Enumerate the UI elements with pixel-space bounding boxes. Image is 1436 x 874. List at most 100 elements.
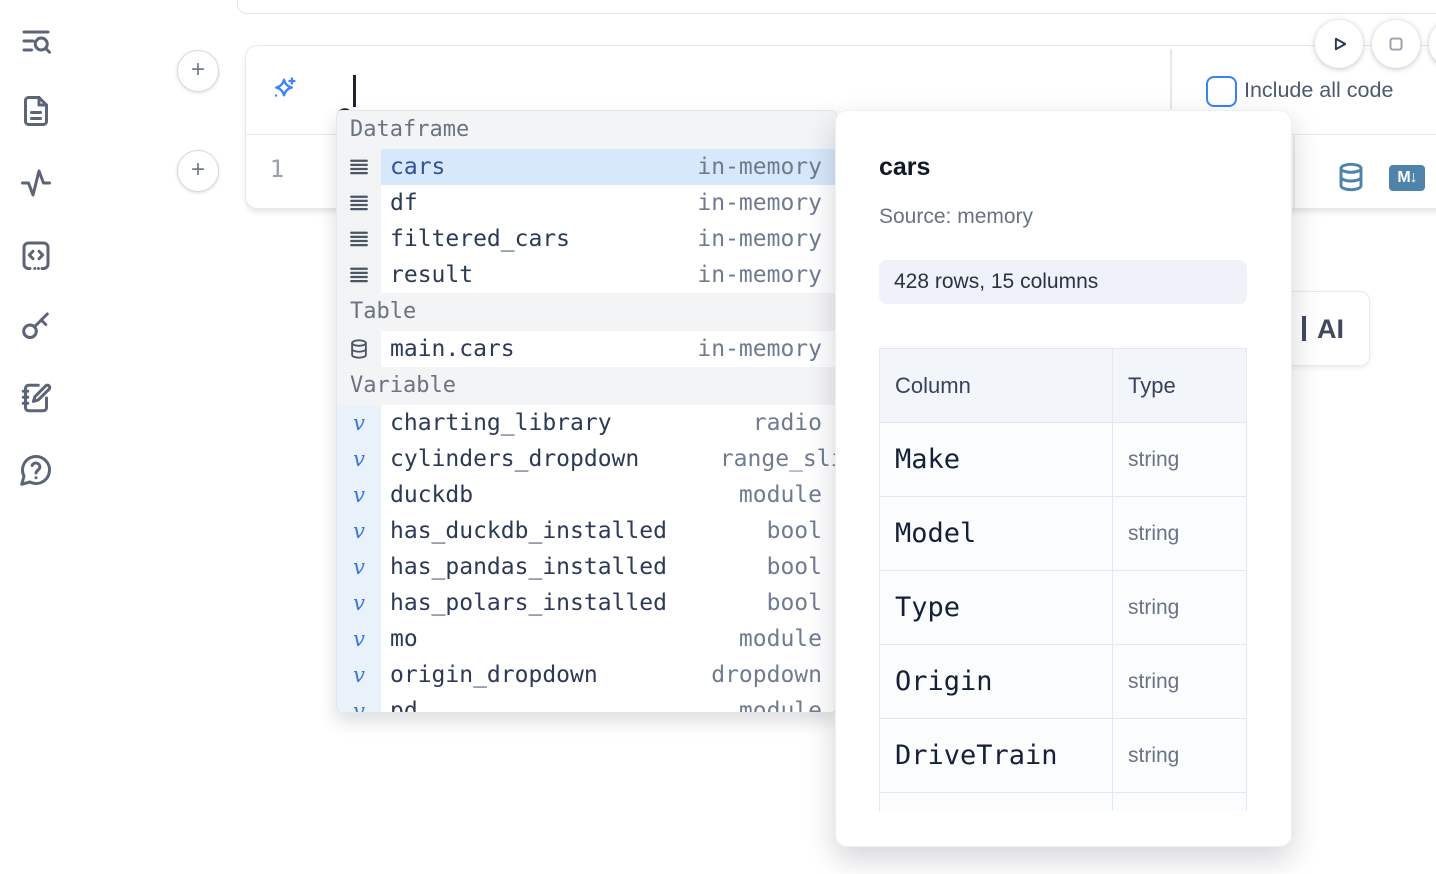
autocomplete-item-name: has_pandas_installed xyxy=(390,554,667,580)
preview-shape-badge: 428 rows, 15 columns xyxy=(879,260,1247,304)
autocomplete-item-df[interactable]: df in-memory xyxy=(337,185,836,221)
autocomplete-item-name: has_duckdb_installed xyxy=(390,518,667,544)
sidebar-item-snippets[interactable] xyxy=(18,237,54,273)
variable-icon: v xyxy=(337,513,381,549)
run-button[interactable] xyxy=(1315,20,1363,68)
autocomplete-item-type: range_slider xyxy=(719,446,836,472)
autocomplete-item-cars[interactable]: cars in-memory xyxy=(337,149,836,185)
prompt-divider xyxy=(1170,49,1172,109)
scratchpad-icon xyxy=(21,383,52,413)
preview-column-name: Make xyxy=(879,422,1113,497)
database-icon xyxy=(1339,162,1363,192)
variable-icon: v xyxy=(337,585,381,621)
partial-button[interactable] xyxy=(1429,20,1436,68)
autocomplete-item-name: has_polars_installed xyxy=(390,590,667,616)
sparkles-icon xyxy=(270,76,298,104)
clipped-glyph xyxy=(1302,316,1306,341)
sidebar-item-logs[interactable] xyxy=(18,165,54,201)
autocomplete-item-type: radio xyxy=(752,410,822,436)
autocomplete-section-header: Variable xyxy=(337,367,836,405)
text-cursor xyxy=(353,75,356,107)
autocomplete-item-type: module xyxy=(738,482,822,508)
preview-column-type xyxy=(1112,792,1247,811)
database-icon xyxy=(337,331,381,367)
sidebar-item-files[interactable] xyxy=(18,93,54,129)
preview-column-name: Model xyxy=(879,496,1113,571)
autocomplete-item-name: mo xyxy=(390,626,418,652)
autocomplete-section-header: Dataframe xyxy=(337,111,836,149)
variable-icon: v xyxy=(337,549,381,585)
rows-icon xyxy=(350,231,368,247)
autocomplete-item-name: charting_library xyxy=(390,410,612,436)
ai-button-label: AI xyxy=(1317,314,1344,344)
preview-table-header-cell: Column xyxy=(879,348,1113,423)
autocomplete-item-name: cars xyxy=(390,154,446,180)
activity-icon xyxy=(21,169,51,197)
rows-icon xyxy=(350,267,368,283)
autocomplete-item-has_pandas_installed[interactable]: v has_pandas_installed bool xyxy=(337,549,836,585)
autocomplete-item-type: in-memory xyxy=(697,154,822,180)
rows-icon xyxy=(350,195,368,211)
preview-column-name xyxy=(879,792,1113,811)
snippets-icon xyxy=(22,241,50,270)
add-cell-above-button[interactable]: + xyxy=(177,50,219,92)
preview-column-type: string xyxy=(1112,570,1247,645)
autocomplete-item-name: main.cars xyxy=(390,336,515,362)
include-all-code-checkbox[interactable] xyxy=(1206,76,1237,107)
stop-button[interactable] xyxy=(1372,20,1420,68)
autocomplete-item-type: in-memory xyxy=(697,262,822,288)
add-cell-below-button[interactable]: + xyxy=(177,150,219,192)
preview-column-type: string xyxy=(1112,496,1247,571)
sidebar-item-scratchpad[interactable] xyxy=(18,380,54,416)
autocomplete-item-type: bool xyxy=(766,554,822,580)
stop-icon xyxy=(1389,37,1403,51)
list-search-icon xyxy=(22,30,51,54)
sparkles-icon xyxy=(274,77,296,97)
sidebar-item-search[interactable] xyxy=(18,23,54,59)
preview-column-name: DriveTrain xyxy=(879,718,1113,793)
autocomplete-item-name: origin_dropdown xyxy=(390,662,598,688)
datasource-button[interactable] xyxy=(1335,161,1367,193)
autocomplete-item-type: dropdown xyxy=(711,662,822,688)
autocomplete-item-name: df xyxy=(390,190,418,216)
play-icon xyxy=(1334,37,1347,51)
autocomplete-item-type: in-memory xyxy=(697,226,822,252)
preview-table-row xyxy=(879,792,1247,811)
include-all-code-label: Include all code xyxy=(1244,78,1394,102)
markdown-convert-button[interactable]: M↓ xyxy=(1389,165,1425,191)
rows-icon xyxy=(337,149,381,185)
autocomplete-item-has_duckdb_installed[interactable]: v has_duckdb_installed bool xyxy=(337,513,836,549)
sidebar-item-help[interactable] xyxy=(18,452,54,488)
sidebar-item-secrets[interactable] xyxy=(18,308,54,344)
rows-icon xyxy=(350,159,368,175)
line-number: 1 xyxy=(269,155,285,183)
autocomplete-item-type: bool xyxy=(766,518,822,544)
preview-column-name: Type xyxy=(879,570,1113,645)
code-editor-row[interactable]: 1 M↓ xyxy=(246,135,1436,208)
autocomplete-item-type: in-memory xyxy=(697,190,822,216)
autocomplete-item-name: cylinders_dropdown xyxy=(390,446,640,472)
rows-icon xyxy=(337,221,381,257)
autocomplete-item-type: module xyxy=(738,698,822,713)
autocomplete-item-name: pd xyxy=(390,698,418,713)
rows-icon xyxy=(337,185,381,221)
autocomplete-section-header: Table xyxy=(337,293,836,331)
variable-icon: v xyxy=(337,693,381,712)
